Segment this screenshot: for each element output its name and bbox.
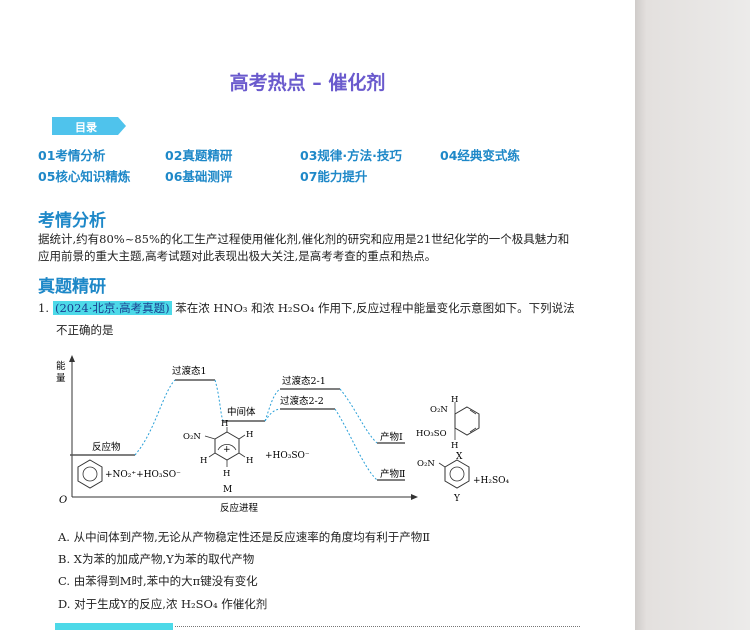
label-product2: 产物Ⅱ [380,468,405,480]
intermediate-m-structure: + [204,427,246,467]
toc-item-2[interactable]: 02真题精研 [165,148,233,163]
m-h-bottom: H [223,469,230,479]
y-axis-label-2: 量 [56,373,66,384]
benzene-structure [77,459,103,489]
p2-extra: +H₂SO₄ [473,476,510,486]
label-ts1: 过渡态1 [172,365,207,377]
toc-item-5[interactable]: 05核心知识精炼 [38,169,131,184]
path-reactant-ts1 [134,379,176,456]
question-text: 苯在浓 HNO₃ 和浓 H₂SO₄ 作用下,反应过程中能量变化示意图如下。下列说… [175,301,575,315]
toc-item-3[interactable]: 03规律·方法·技巧 [300,148,402,163]
m-h-top: H [221,419,228,429]
question-number: 1. [38,301,49,315]
x-h-bottom: H [451,441,458,451]
option-c[interactable]: C. 由苯得到M时,苯中的大π键没有变化 [58,574,258,588]
label-intermediate: 中间体 [227,406,256,418]
toc-item-1[interactable]: 01考情分析 [38,148,106,163]
x-axis-arrow-icon [411,494,418,500]
origin-label: O [59,495,67,506]
page-title: 高考热点 – 催化剂 [229,72,386,94]
x-h-top: H [451,395,458,405]
y-axis-arrow-icon [69,355,75,362]
toc-label: 目录 [75,121,97,134]
reactant-formula: +NO₂⁺+HO₃SO⁻ [105,470,181,480]
question-source-badge: (2024·北京·高考真题) [53,301,172,315]
toc-item-4[interactable]: 04经典变式练 [440,148,520,163]
path-ts21-p1 [339,388,378,444]
analysis-line-1: 据统计,约有80%~85%的化工生产过程使用催化剂,催化剂的研究和应用是21世纪… [38,232,570,246]
question-1-line-2: 不正确的是 [56,323,114,337]
path-int-ts21 [264,388,281,422]
m-h-right-top: H [246,430,253,440]
svg-text:+: + [223,445,231,455]
question-1-line-1: 1. (2024·北京·高考真题) 苯在浓 HNO₃ 和浓 H₂SO₄ 作用下,反… [38,297,598,319]
label-ts21: 过渡态2-1 [282,375,326,387]
m-h-left: H [200,456,207,466]
product-x-structure [454,402,480,440]
path-ts1-intermediate [214,379,224,422]
path-ts22-p2 [334,408,378,481]
x-oso3h-label: HO₃SO [416,429,447,439]
m-h-right-bottom: H [246,456,253,466]
section-heading-exam: 真题精研 [38,277,106,297]
m-label: M [223,485,232,495]
option-b[interactable]: B. X为苯的加成产物,Y为苯的取代产物 [58,552,255,566]
toc-tag-shape [52,117,126,135]
toc-item-7[interactable]: 07能力提升 [300,169,368,184]
y-label: Y [453,494,461,504]
next-question-text-cut [175,626,580,628]
section-heading-analysis: 考情分析 [38,211,106,231]
product-y-structure [438,459,470,489]
y-axis-label-1: 能 [56,360,66,372]
x-nitro-label: O₂N [430,405,448,415]
next-question-source-badge [55,623,173,630]
label-reactant: 反应物 [92,441,121,453]
label-ts22: 过渡态2-2 [280,395,324,407]
label-product1: 产物Ⅰ [380,431,403,443]
analysis-paragraph: 据统计,约有80%~85%的化工生产过程使用催化剂,催化剂的研究和应用是21世纪… [38,231,598,265]
x-axis-label: 反应进程 [220,502,259,514]
option-a[interactable]: A. 从中间体到产物,无论从产物稳定性还是反应速率的角度均有利于产物Ⅱ [58,530,431,544]
m-nitro-label: O₂N [183,432,201,442]
energy-diagram: 能 量 O 反应进程 反应物 过渡态1 中间体 过渡态2-1 过渡态2-2 产物… [56,355,510,514]
intermediate-extra: +HO₃SO⁻ [265,451,310,461]
question-1: 1. (2024·北京·高考真题) 苯在浓 HNO₃ 和浓 H₂SO₄ 作用下,反… [38,297,598,341]
option-d[interactable]: D. 对于生成Y的反应,浓 H₂SO₄ 作催化剂 [58,597,268,611]
y-nitro-label: O₂N [417,459,435,469]
x-label: X [456,452,463,462]
document-page: 高考热点 – 催化剂 目录 01考情分析 02真题精研 03规律·方法·技巧 0… [0,0,635,630]
viewer-background [635,0,750,630]
toc-item-6[interactable]: 06基础测评 [165,169,233,184]
path-int-ts22 [264,408,281,422]
analysis-line-2: 应用前景的重大主题,高考试题对此表现出极大关注,是高考考查的重点和热点。 [38,249,437,263]
